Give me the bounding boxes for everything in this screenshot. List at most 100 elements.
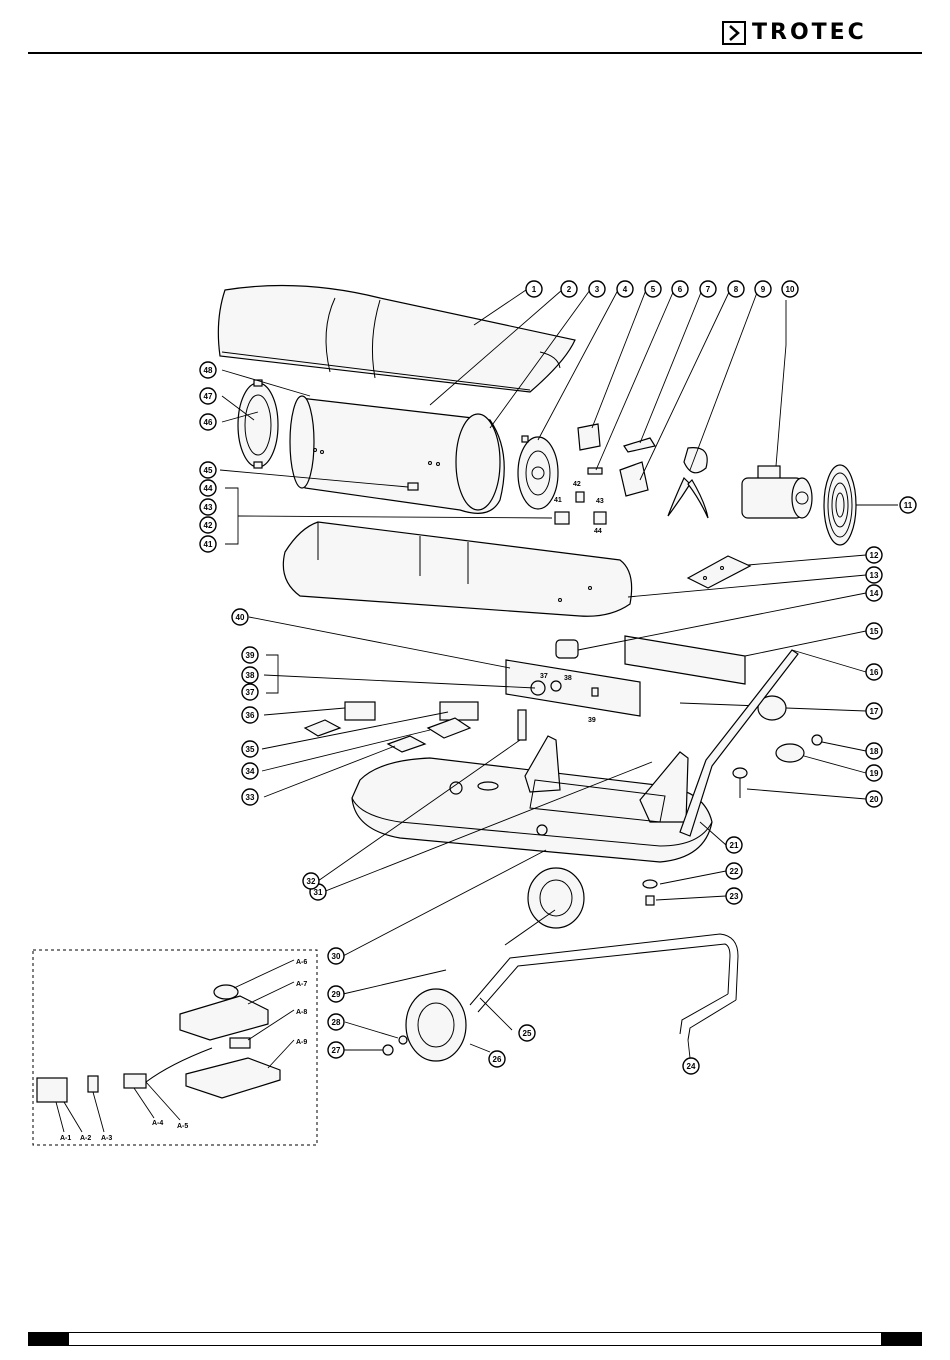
callout-45: 45 [200,462,216,478]
callout-number-26: 26 [493,1055,502,1064]
callout-number-32: 32 [307,877,316,886]
callout-15: 15 [866,623,882,639]
callout-3: 3 [589,281,605,297]
callout-number-20: 20 [870,795,879,804]
wheels-axle [383,868,738,1061]
callout-6: 6 [672,281,688,297]
callout-number-22: 22 [730,867,739,876]
callout-7: 7 [700,281,716,297]
callout-13: 13 [866,567,882,583]
callout-number-16: 16 [870,668,879,677]
callout-48: 48 [200,362,216,378]
kit-label-a8: A-8 [296,1009,307,1016]
callout-number-25: 25 [523,1029,532,1038]
callout-9: 9 [755,281,771,297]
callout-number-46: 46 [204,418,213,427]
callout-number-2: 2 [567,285,572,294]
callout-number-42: 42 [204,521,213,530]
kit-label-a7: A-7 [296,981,307,988]
callout-42: 42 [200,517,216,533]
callout-number-9: 9 [761,285,766,294]
callout-11: 11 [900,497,916,513]
inline-label-39: 39 [588,717,596,724]
callout-number-14: 14 [870,589,879,598]
callout-1: 1 [526,281,542,297]
kit-labels: A-1 A-2 A-3 A-4 A-5 A-6 A-7 A-8 A-9 [56,959,307,1142]
top-cover [218,286,575,393]
footer-left-block [29,1333,69,1345]
kit-label-a6: A-6 [296,959,307,966]
callout-number-33: 33 [246,793,255,802]
callout-17: 17 [866,703,882,719]
callout-35: 35 [242,741,258,757]
fan-blade [668,448,708,518]
inline-label-44: 44 [594,528,602,535]
callout-number-41: 41 [204,540,213,549]
callout-number-48: 48 [204,366,213,375]
callout-40: 40 [232,609,248,625]
callout-number-12: 12 [870,551,879,560]
callout-number-7: 7 [706,285,711,294]
callout-number-38: 38 [246,671,255,680]
fuel-cap [733,735,822,798]
callout-number-8: 8 [734,285,739,294]
kit-detail-box [33,950,317,1145]
callout-number-37: 37 [246,688,255,697]
callout-number-3: 3 [595,285,600,294]
motor [742,466,812,518]
callout-30: 30 [328,948,344,964]
callout-number-29: 29 [332,990,341,999]
callout-34: 34 [242,763,258,779]
callout-number-40: 40 [236,613,245,622]
callout-36: 36 [242,707,258,723]
callout-44: 44 [200,480,216,496]
rear-guard [824,465,856,545]
callout-24: 24 [683,1058,699,1074]
callout-33: 33 [242,789,258,805]
callout-27: 27 [328,1042,344,1058]
kit-label-a2: A-2 [80,1135,91,1142]
callout-number-27: 27 [332,1046,341,1055]
inline-label-38: 38 [564,675,572,682]
callout-10: 10 [782,281,798,297]
callout-29: 29 [328,986,344,1002]
callout-14: 14 [866,585,882,601]
callout-21: 21 [726,837,742,853]
callout-number-36: 36 [246,711,255,720]
callout-38: 38 [242,667,258,683]
kit-label-a1: A-1 [60,1135,71,1142]
bottom-cover [283,522,631,616]
callout-41: 41 [200,536,216,552]
callout-number-19: 19 [870,769,879,778]
callout-26: 26 [489,1051,505,1067]
callout-37: 37 [242,684,258,700]
callout-number-21: 21 [730,841,739,850]
kit-parts [37,985,280,1102]
pump [680,696,786,720]
callout-25: 25 [519,1025,535,1041]
inline-label-41: 41 [554,497,562,504]
callout-number-35: 35 [246,745,255,754]
callout-number-30: 30 [332,952,341,961]
callout-46: 46 [200,414,216,430]
callout-number-11: 11 [904,501,913,510]
kit-label-a9: A-9 [296,1039,307,1046]
callout-number-1: 1 [532,285,537,294]
callout-number-4: 4 [623,285,628,294]
callout-number-10: 10 [786,285,795,294]
callout-number-28: 28 [332,1018,341,1027]
electronics [305,702,526,752]
callout-number-24: 24 [687,1062,696,1071]
footer-bar [28,1332,922,1346]
callout-23: 23 [726,888,742,904]
inline-label-43: 43 [596,498,604,505]
callout-number-31: 31 [314,888,323,897]
callout-19: 19 [866,765,882,781]
fuel-tank [352,736,712,862]
callout-2: 2 [561,281,577,297]
callout-number-43: 43 [204,503,213,512]
callout-18: 18 [866,743,882,759]
motor-bracket [688,556,750,588]
callout-number-18: 18 [870,747,879,756]
callout-number-5: 5 [651,285,656,294]
